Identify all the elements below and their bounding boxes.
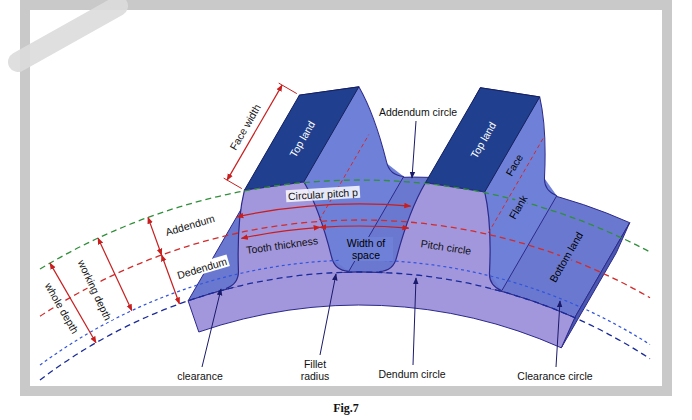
part-label: Width of space <box>339 237 393 261</box>
part-label: Fillet radius <box>292 358 338 382</box>
pitch-line-side <box>319 135 369 221</box>
leader-line <box>413 278 416 365</box>
part-label: Dendum circle <box>376 368 447 380</box>
leader-line <box>556 301 560 367</box>
brush-mark <box>18 6 118 62</box>
leader-line <box>320 274 336 355</box>
figure-caption: Fig.7 <box>333 401 359 415</box>
figure-frame <box>25 5 667 391</box>
part-label: clearance <box>175 370 225 382</box>
leader-line <box>412 121 416 178</box>
dimension-line <box>148 217 162 255</box>
dimension-arc <box>320 226 409 228</box>
pitch-circle <box>40 220 650 316</box>
dimension-line <box>227 85 282 180</box>
leader-line <box>202 289 221 367</box>
part-label: Clearance circle <box>515 370 594 382</box>
dedendum-circle <box>40 272 650 380</box>
pitch-line-side <box>488 138 543 233</box>
top-land-face <box>244 87 358 190</box>
top-land-face <box>425 88 539 192</box>
dimension-arc <box>237 204 411 217</box>
extension-line <box>224 178 242 189</box>
extension-line <box>279 83 297 94</box>
part-label: Addendum circle <box>377 106 459 118</box>
